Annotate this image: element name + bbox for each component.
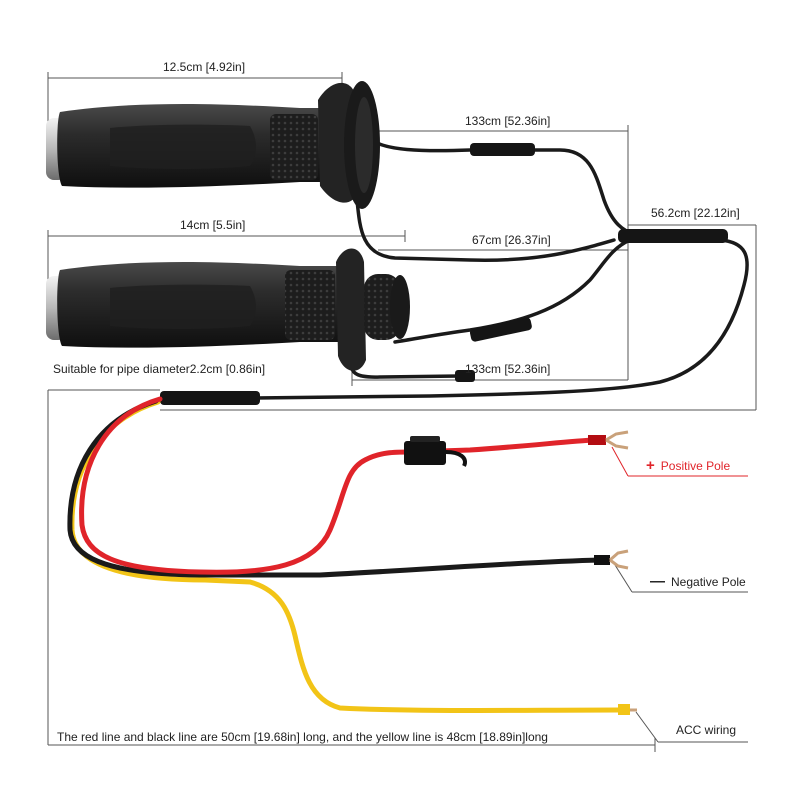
cable-connectors <box>160 143 728 405</box>
bottom-grip-cable-lower <box>349 348 462 379</box>
bottom-grip-flange <box>336 248 366 371</box>
top-grip-cable-upper <box>370 138 642 238</box>
lower-cable-connector <box>455 370 475 382</box>
wiring-length-note: The red line and black line are 50cm [19… <box>57 730 548 744</box>
top-cable-length-label: 133cm [52.36in] <box>465 114 551 128</box>
negative-sign: — <box>650 573 665 590</box>
acc-leader <box>635 711 659 743</box>
bottom-grip <box>46 248 410 371</box>
bottom-grip-length-label: 14cm [5.5in] <box>180 218 246 232</box>
yellow-wire <box>69 399 623 713</box>
negative-pole-text: Negative Pole <box>671 575 746 589</box>
acc-terminal <box>618 704 637 715</box>
red-wire <box>79 396 598 575</box>
negative-pole-label: — Negative Pole <box>650 573 746 590</box>
bottom-grip-knurl <box>285 270 335 340</box>
negative-leader <box>614 564 633 593</box>
middle-cable-length-label: 67cm [26.37in] <box>472 233 551 247</box>
top-grip <box>46 81 380 209</box>
bottom-grip-cable-upper <box>393 238 632 344</box>
top-grip-cable-lower <box>355 198 616 262</box>
black-wire <box>67 398 603 578</box>
pipe-diameter-label: Suitable for pipe diameter2.2cm [0.86in] <box>53 362 266 376</box>
dimension-lines <box>47 72 757 752</box>
top-grip-length-label: 12.5cm [4.92in] <box>163 60 246 74</box>
bottom-grip-controller <box>364 274 400 340</box>
positive-sign: + <box>646 457 655 474</box>
top-grip-knurl <box>270 114 318 180</box>
acc-wiring-label: ACC wiring <box>676 723 737 737</box>
main-plug-connector <box>160 391 260 405</box>
fuse-holder <box>404 436 467 467</box>
junction-connector <box>618 229 728 243</box>
top-cable-connector <box>470 143 535 156</box>
positive-pole-text: Positive Pole <box>660 459 731 473</box>
negative-terminal <box>594 549 629 570</box>
power-harness <box>67 396 623 713</box>
positive-leader <box>611 446 629 477</box>
bottom-cable-connector <box>469 317 532 342</box>
main-cable <box>253 234 749 400</box>
grip-cables <box>253 138 749 400</box>
bottom-cable-length-label: 133cm [52.36in] <box>465 362 551 376</box>
positive-terminal <box>588 430 629 450</box>
main-cable-length-label: 56.2cm [22.12in] <box>651 206 740 220</box>
positive-pole-label: + Positive Pole <box>646 457 730 474</box>
